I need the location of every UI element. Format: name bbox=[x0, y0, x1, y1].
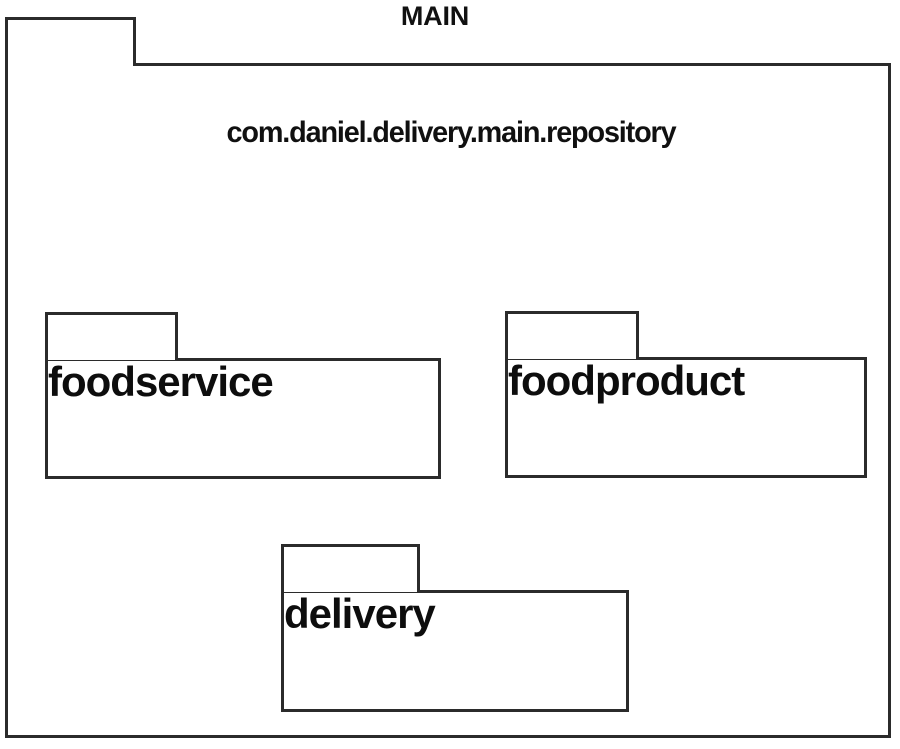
package-foodproduct-tab bbox=[505, 311, 639, 359]
package-foodservice-body: foodservice bbox=[45, 358, 441, 479]
package-foodservice-tab bbox=[45, 312, 178, 360]
package-main-qualified-name: com.daniel.delivery.main.repository bbox=[226, 116, 677, 149]
package-main-tab bbox=[5, 17, 136, 66]
package-foodproduct-body: foodproduct bbox=[505, 357, 867, 478]
package-delivery-tab bbox=[281, 544, 420, 592]
package-main-body: com.daniel.delivery.main.repository food… bbox=[5, 63, 891, 738]
package-foodservice-label: foodservice bbox=[48, 358, 274, 405]
diagram-title: MAIN bbox=[400, 1, 470, 31]
package-delivery-label: delivery bbox=[284, 590, 436, 637]
package-delivery-body: delivery bbox=[281, 590, 629, 712]
package-foodproduct-label: foodproduct bbox=[508, 357, 745, 404]
